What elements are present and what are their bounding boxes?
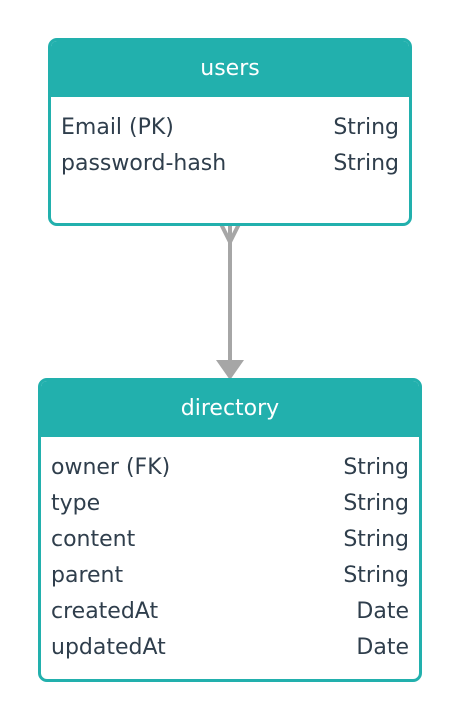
entity-users-title: users <box>51 41 409 97</box>
attribute-type: String <box>343 454 409 480</box>
attribute-name: password-hash <box>61 150 227 176</box>
attribute-row: updatedAt Date <box>51 629 409 665</box>
entity-directory[interactable]: directory owner (FK) String type String … <box>38 378 422 682</box>
entity-users[interactable]: users Email (PK) String password-hash St… <box>48 38 412 226</box>
attribute-name: Email (PK) <box>61 114 174 140</box>
attribute-row: content String <box>51 521 409 557</box>
attribute-name: type <box>51 490 101 516</box>
entity-directory-title: directory <box>41 381 419 437</box>
entity-directory-attributes: owner (FK) String type String content St… <box>41 437 419 665</box>
entity-users-attributes: Email (PK) String password-hash String <box>51 97 409 181</box>
attribute-name: parent <box>51 562 124 588</box>
attribute-type: String <box>333 150 399 176</box>
attribute-name: updatedAt <box>51 634 166 660</box>
attribute-type: Date <box>356 598 409 624</box>
arrowhead-icon <box>216 360 244 380</box>
attribute-row: owner (FK) String <box>51 449 409 485</box>
attribute-type: String <box>343 490 409 516</box>
attribute-type: String <box>343 562 409 588</box>
attribute-type: Date <box>356 634 409 660</box>
attribute-name: owner (FK) <box>51 454 171 480</box>
attribute-type: String <box>343 526 409 552</box>
attribute-row: createdAt Date <box>51 593 409 629</box>
attribute-row: Email (PK) String <box>61 109 399 145</box>
attribute-name: content <box>51 526 136 552</box>
attribute-row: type String <box>51 485 409 521</box>
attribute-type: String <box>333 114 399 140</box>
attribute-name: createdAt <box>51 598 159 624</box>
attribute-row: password-hash String <box>61 145 399 181</box>
attribute-row: parent String <box>51 557 409 593</box>
